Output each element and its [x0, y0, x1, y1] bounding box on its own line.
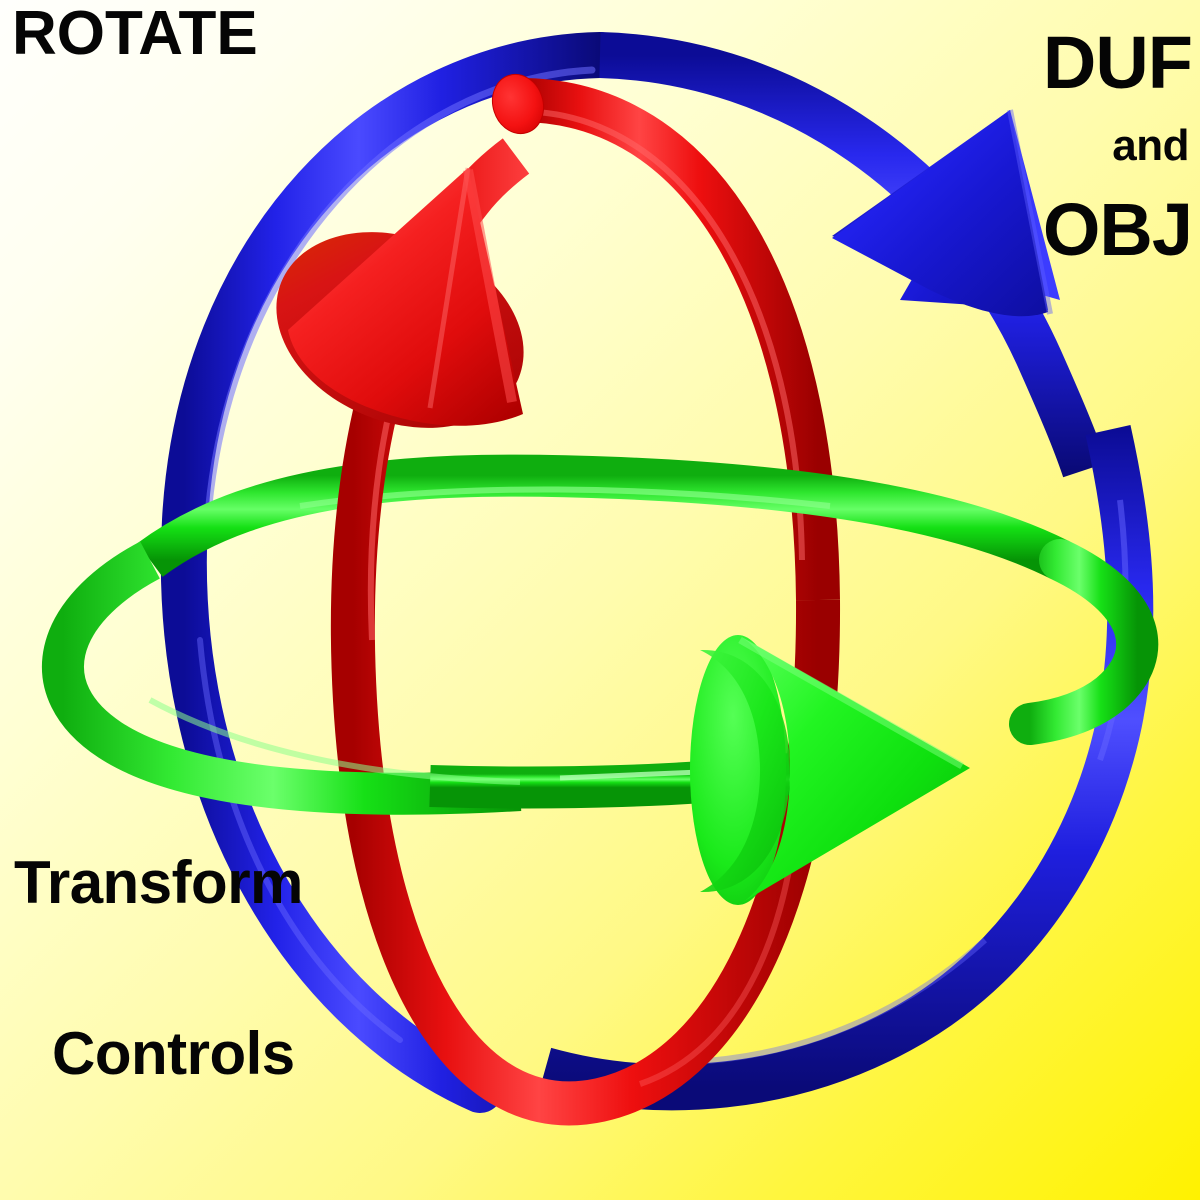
format-line-and: and — [1112, 121, 1189, 171]
green-cone-shade — [700, 649, 790, 893]
blue-ring-highlight-lower — [197, 637, 403, 1043]
red-cone-edge-highlight — [427, 167, 471, 409]
x-axis-arrow-cone-green[interactable] — [690, 635, 970, 905]
red-cone-side-highlight — [463, 169, 517, 403]
green-ring-front-left — [41, 541, 522, 815]
green-ring-back-arc — [137, 454, 1070, 579]
green-ring-specular-dot — [559, 769, 701, 781]
green-ring-right-stub — [1009, 539, 1159, 745]
format-line-obj: OBJ — [1042, 188, 1193, 272]
red-cone-body — [288, 168, 523, 426]
page-title-rotate: ROTATE — [12, 0, 258, 68]
blue-cone-edge-highlight — [1007, 109, 1053, 315]
blue-cone-body — [832, 110, 1048, 317]
x-axis-ring-green-back[interactable] — [137, 454, 1070, 579]
caption-transform-controls: Transform Controls — [14, 740, 303, 1196]
caption-line-1: Transform — [14, 849, 303, 916]
z-axis-arrow-cone-blue[interactable] — [832, 109, 1060, 317]
green-cone-edge-highlight — [738, 636, 964, 770]
blue-ring-highlight-bottom — [689, 937, 988, 1065]
caption-line-2: Controls — [52, 1020, 295, 1087]
red-ring-highlight-top — [536, 109, 805, 561]
green-ring-highlight-front — [148, 697, 521, 785]
y-axis-arrow-cone-red[interactable] — [247, 167, 553, 463]
format-badge: DUF and OBJ — [1042, 0, 1193, 293]
green-cone-body — [738, 635, 970, 905]
red-ring-cut-cap — [491, 73, 545, 135]
format-line-duf: DUF — [1042, 21, 1193, 105]
y-axis-ring-red-back[interactable] — [519, 78, 840, 601]
